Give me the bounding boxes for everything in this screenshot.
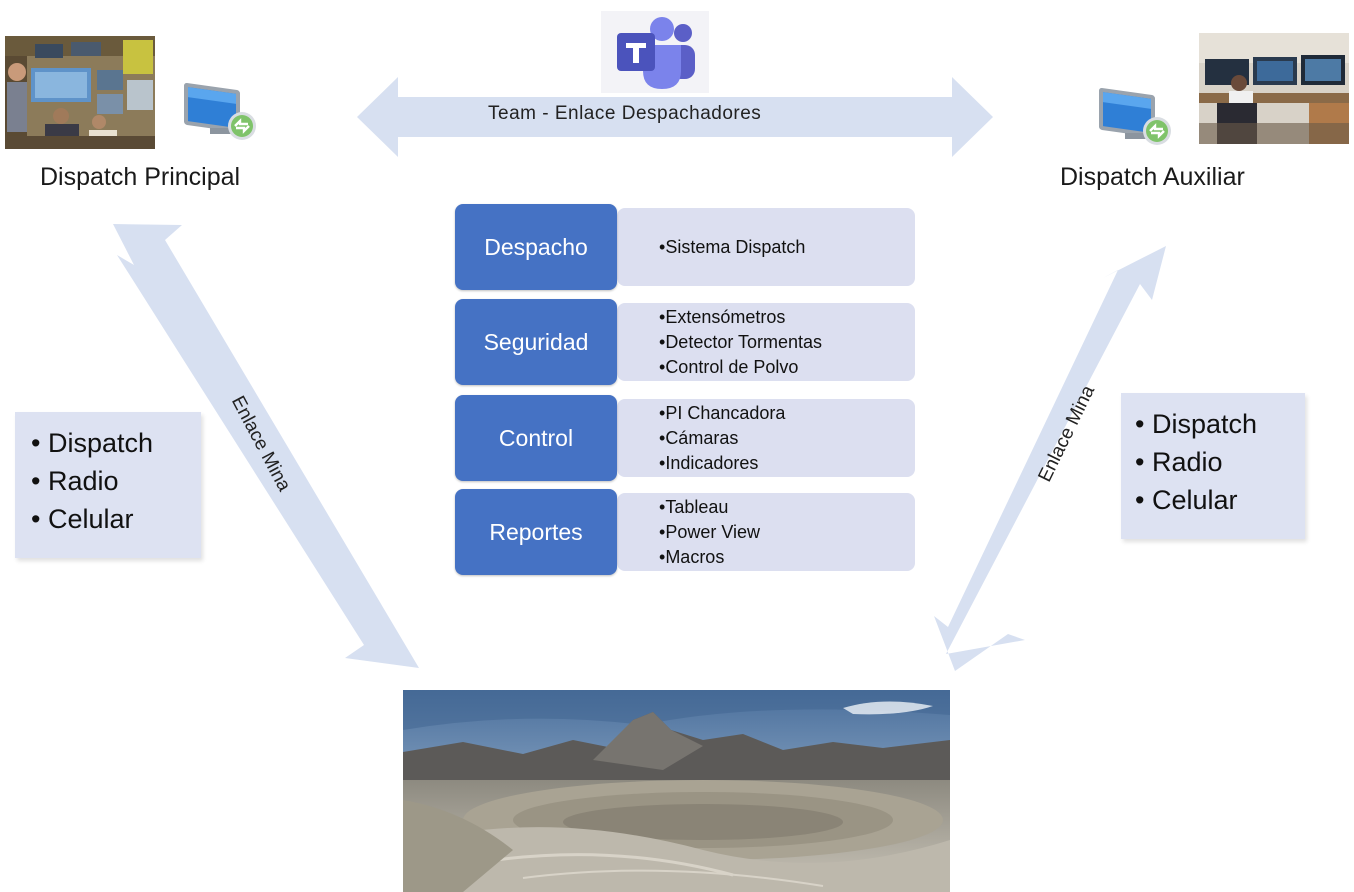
- control-room-photo-principal: [5, 36, 155, 149]
- category-item: Extensómetros: [659, 305, 909, 330]
- category-item: Control de Polvo: [659, 355, 909, 380]
- dispatch-auxiliar-title: Dispatch Auxiliar: [1060, 163, 1245, 191]
- category-panel: Tableau Power View Macros: [617, 493, 915, 571]
- open-pit-mine-photo: [403, 690, 950, 892]
- list-item: Celular: [1135, 481, 1305, 519]
- teams-logo-icon: [601, 11, 709, 93]
- category-panel: Extensómetros Detector Tormentas Control…: [617, 303, 915, 381]
- category-row-control: PI Chancadora Cámaras Indicadores Contro…: [455, 395, 917, 481]
- category-item: Detector Tormentas: [659, 330, 909, 355]
- category-label-reportes: Reportes: [455, 489, 617, 575]
- category-item: Power View: [659, 520, 909, 545]
- control-room-photo-auxiliar: [1199, 33, 1349, 144]
- remote-desktop-computer-icon: [1095, 77, 1175, 149]
- category-row-reportes: Tableau Power View Macros Reportes: [455, 489, 917, 575]
- left-communication-box: Dispatch Radio Celular: [15, 412, 201, 558]
- category-label-despacho: Despacho: [455, 204, 617, 290]
- list-item: Dispatch: [31, 424, 201, 462]
- list-item: Radio: [1135, 443, 1305, 481]
- right-mine-link-arrow: [934, 246, 1166, 671]
- right-communication-box: Dispatch Radio Celular: [1121, 393, 1305, 539]
- team-link-label: Team - Enlace Despachadores: [488, 103, 762, 124]
- category-item: Cámaras: [659, 426, 909, 451]
- category-row-despacho: Sistema Dispatch Despacho: [455, 204, 917, 290]
- remote-desktop-computer-icon: [180, 72, 260, 144]
- category-panel: Sistema Dispatch: [617, 208, 915, 286]
- category-item: Macros: [659, 545, 909, 570]
- category-item: Sistema Dispatch: [659, 235, 909, 260]
- category-label-control: Control: [455, 395, 617, 481]
- list-item: Celular: [31, 500, 201, 538]
- list-item: Radio: [31, 462, 201, 500]
- category-panel: PI Chancadora Cámaras Indicadores: [617, 399, 915, 477]
- category-label-seguridad: Seguridad: [455, 299, 617, 385]
- list-item: Dispatch: [1135, 405, 1305, 443]
- category-row-seguridad: Extensómetros Detector Tormentas Control…: [455, 299, 917, 385]
- category-item: Tableau: [659, 495, 909, 520]
- category-item: Indicadores: [659, 451, 909, 476]
- dispatch-principal-title: Dispatch Principal: [40, 163, 241, 191]
- left-mine-link-arrow: [113, 224, 419, 668]
- category-item: PI Chancadora: [659, 401, 909, 426]
- team-link-arrow: [357, 77, 993, 157]
